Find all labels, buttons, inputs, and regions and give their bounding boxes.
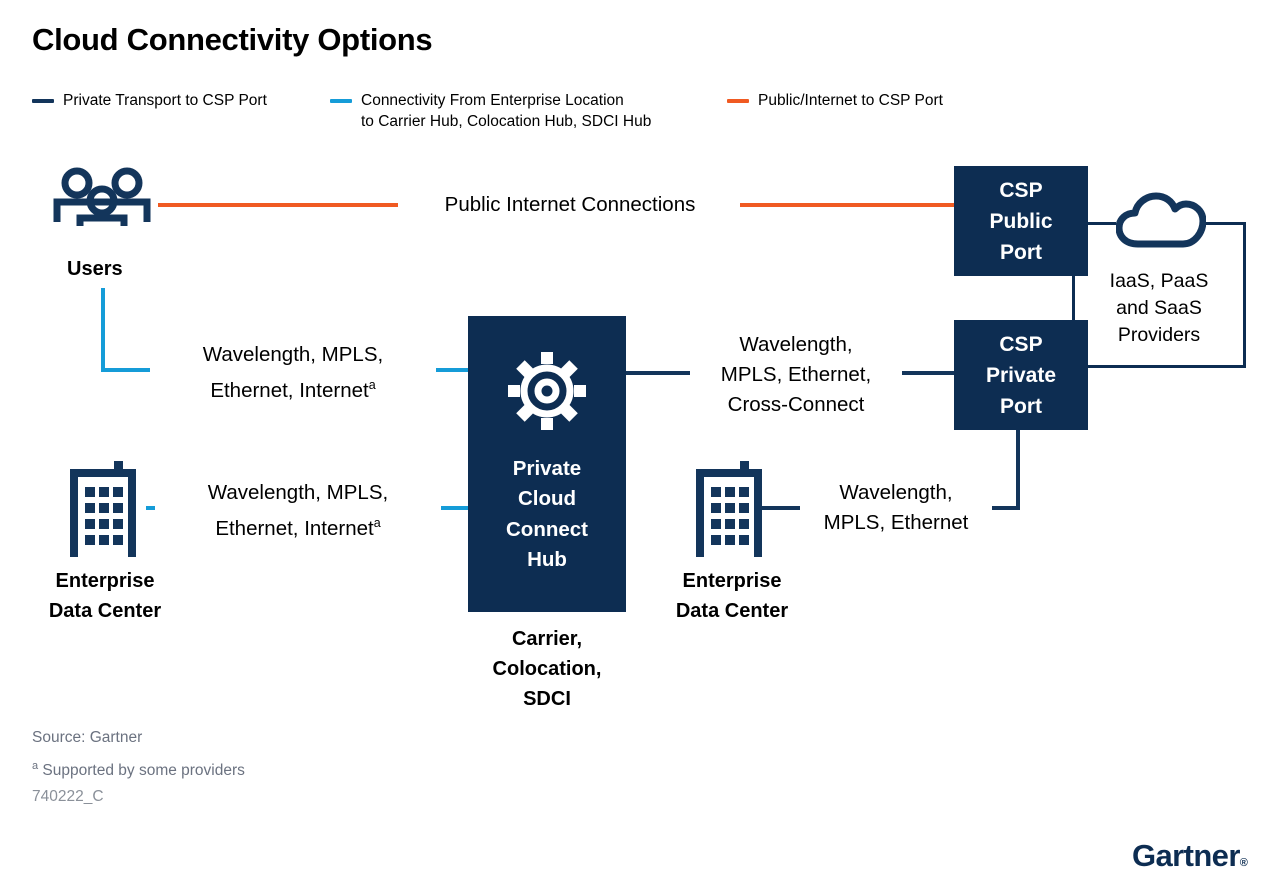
legend-label-enterprise-connectivity: Connectivity From Enterprise Location to… [361,92,652,130]
legend-item-private-transport: Private Transport to CSP Port [32,90,267,111]
cloud-providers-label: IaaS, PaaS and SaaS Providers [1109,270,1209,346]
gartner-logo-text: Gartner [1132,838,1240,873]
users-group-icon [52,166,152,226]
footer-note-text: Supported by some providers [38,762,245,780]
footer-note: a Supported by some providers [32,755,245,782]
users-to-hub-label: Wavelength, MPLS, Ethernet, Interneta [150,340,436,406]
csp-private-port-box: CSP Private Port [954,320,1088,430]
edc-left-to-hub-footnote-marker: a [373,516,381,530]
users-to-hub-footnote-marker: a [368,378,376,392]
footer-note-marker: a [32,760,39,772]
hub-gear-icon [508,352,586,440]
navy-line-swatch [32,99,54,103]
orange-line-swatch [727,99,749,103]
enterprise-dc-right-caption: Enterprise Data Center [675,570,789,622]
public-internet-label: Public Internet Connections [402,190,738,220]
legend-label-private-transport: Private Transport to CSP Port [63,92,267,109]
hub-box-label: Private Cloud Connect Hub [506,456,588,572]
hub-caption: Carrier, Colocation, SDCI [492,628,602,710]
edc-left-to-hub-label-text: Wavelength, MPLS, Ethernet, Internet [207,481,389,540]
private-cloud-connect-hub-box: Private Cloud Connect Hub [468,316,626,612]
users-caption: Users [67,258,123,280]
users-to-hub-line-vertical [101,288,105,372]
office-building-icon-right [696,461,772,557]
office-building-icon-left [70,461,146,557]
footer-chart-id: 740222_C [32,788,104,805]
edc-left-to-hub-label: Wavelength, MPLS, Ethernet, Interneta [155,478,441,544]
gartner-logo: Gartner® [1132,838,1248,874]
hub-to-csp-private-line-right [888,371,956,375]
hub-to-csp-private-label: Wavelength, MPLS, Ethernet, Cross-Connec… [690,330,902,420]
public-internet-line-right [740,203,956,207]
edc-right-to-csp-private-label: Wavelength, MPLS, Ethernet [800,478,992,538]
public-internet-line-left [158,203,398,207]
csp-public-port-box: CSP Public Port [954,166,1088,276]
legend-item-public-internet: Public/Internet to CSP Port [727,90,943,111]
hub-to-csp-private-line-left [626,371,704,375]
footer-source: Source: Gartner [32,729,143,746]
cloud-icon [1115,192,1207,250]
legend-item-enterprise-connectivity: Connectivity From Enterprise Location to… [330,90,651,132]
edc-right-to-csp-private-line-vertical [1016,430,1020,510]
users-to-hub-label-text: Wavelength, MPLS, Ethernet, Internet [202,343,384,402]
registered-trademark-icon: ® [1239,857,1248,869]
page-title: Cloud Connectivity Options [32,22,433,57]
blue-line-swatch [330,99,352,103]
legend-label-public-internet: Public/Internet to CSP Port [758,92,943,109]
enterprise-dc-left-caption: Enterprise Data Center [48,570,162,622]
